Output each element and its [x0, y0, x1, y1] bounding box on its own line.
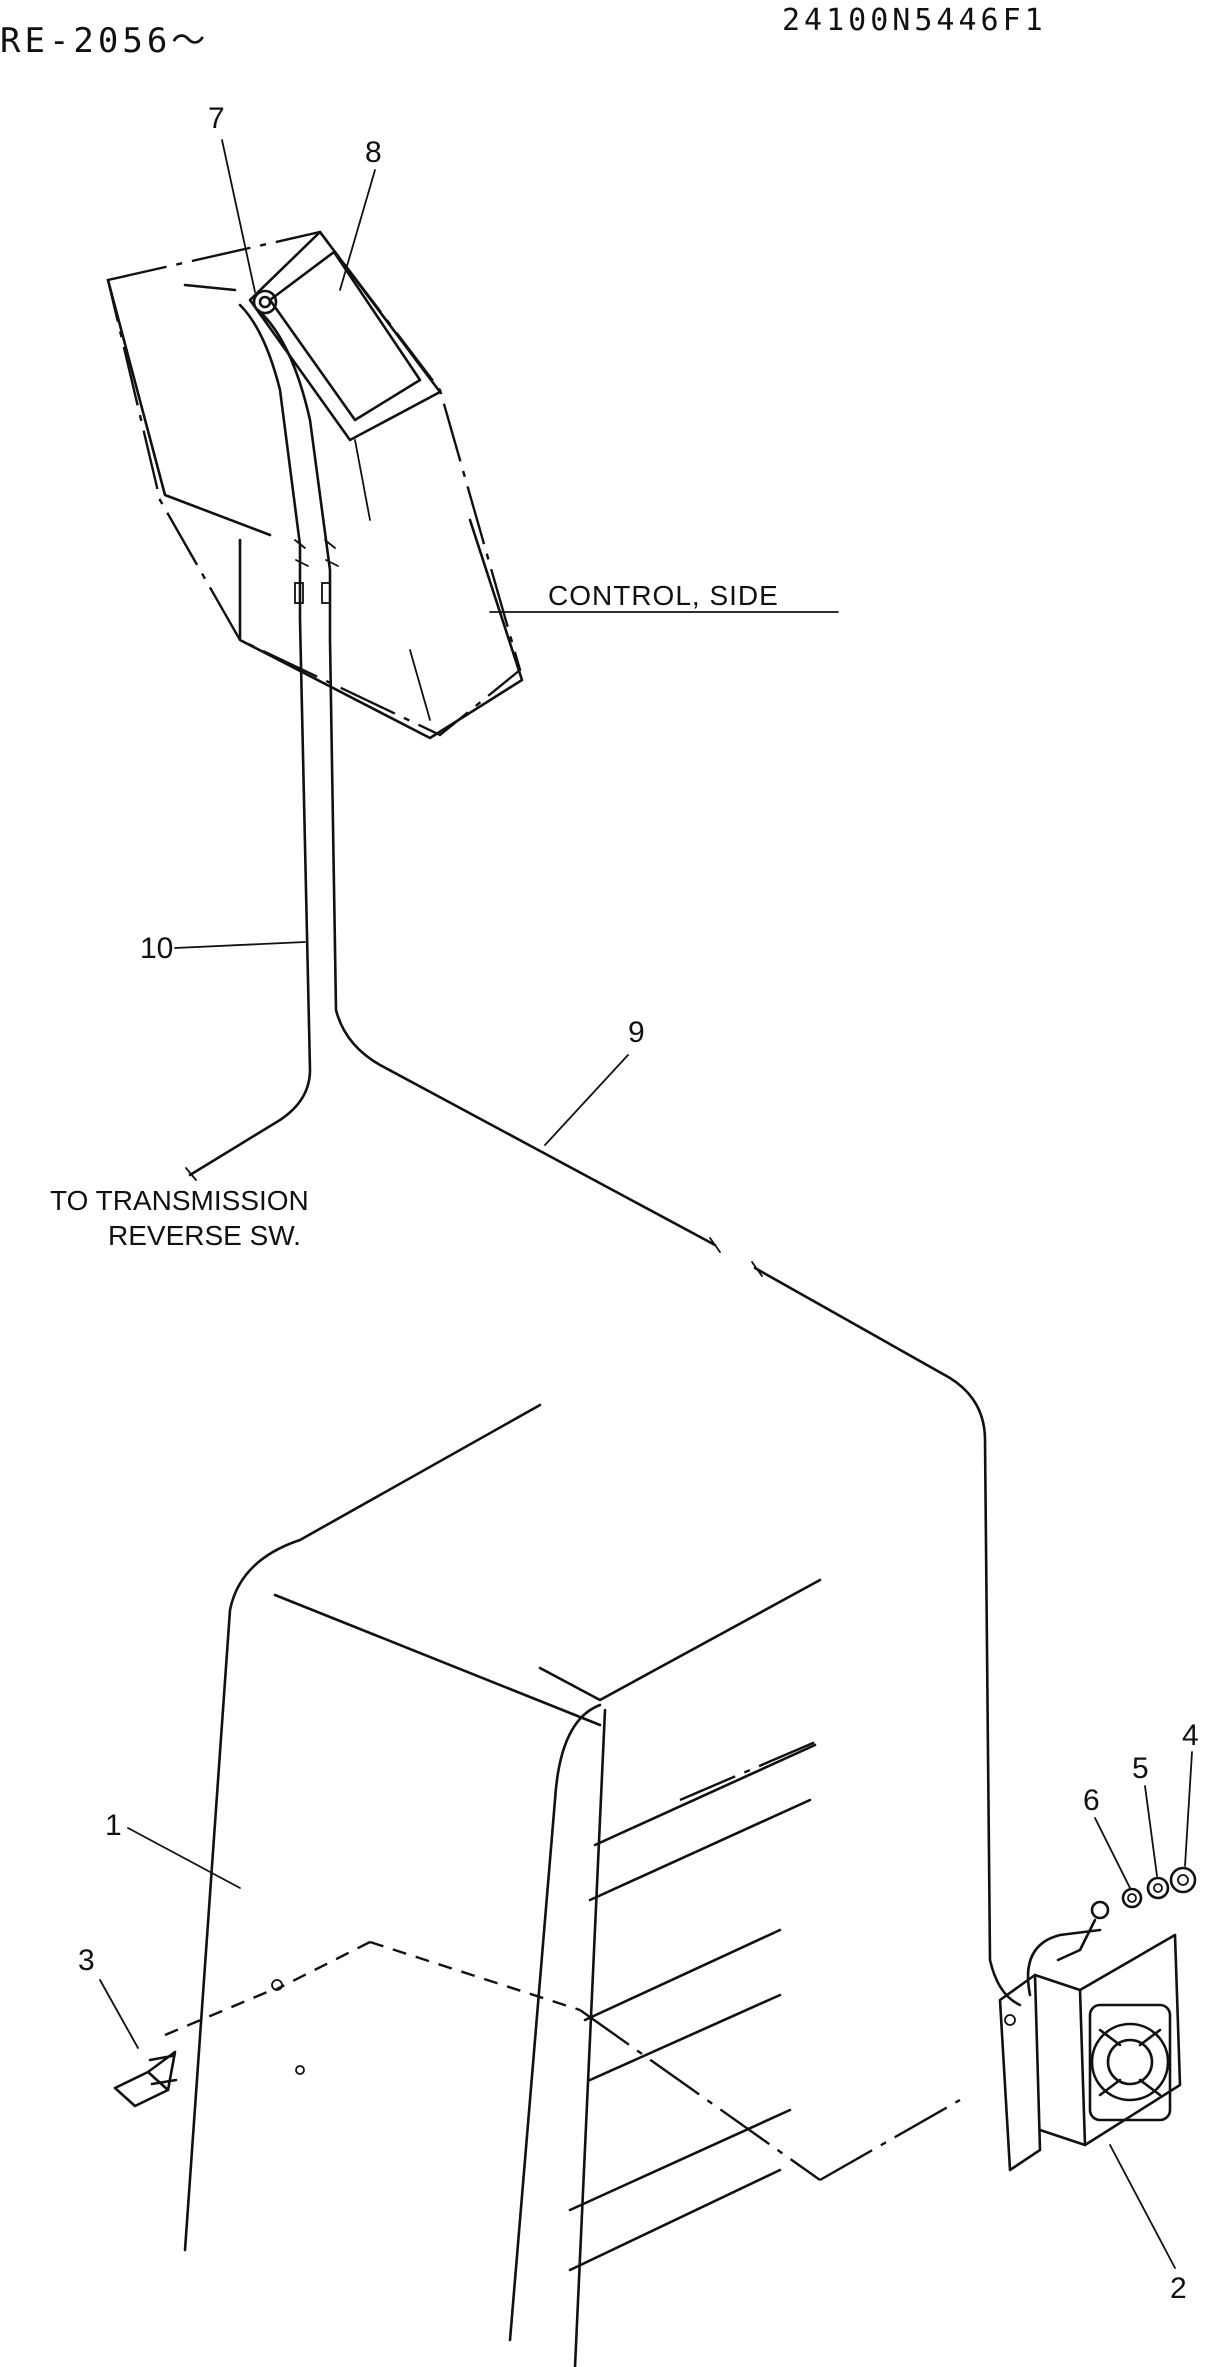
- callout-5: 5: [1132, 1752, 1149, 1785]
- bolt-part-3: [113, 2050, 178, 2108]
- callout-9: 9: [628, 1016, 645, 1049]
- control-side-label: CONTROL, SIDE: [548, 580, 779, 611]
- control-box: [106, 230, 524, 740]
- callout-2: 2: [1170, 2272, 1187, 2305]
- mounting-guide-lines: [164, 1940, 961, 2182]
- text-annotations: CONTROL, SIDE TO TRANSMISSION REVERSE SW…: [50, 580, 839, 1251]
- callouts: 7 8 10 9 1 3 6 5 4 2: [78, 102, 1199, 2305]
- callout-7: 7: [208, 102, 225, 135]
- callout-4: 4: [1182, 1719, 1199, 1752]
- callout-8: 8: [365, 136, 382, 169]
- body-panel: [183, 1403, 822, 2367]
- callout-6: 6: [1083, 1784, 1100, 1817]
- alarm-unit-part-2: [998, 1918, 1182, 2172]
- callout-3: 3: [78, 1944, 95, 1977]
- serial-range: RE-2056～: [0, 21, 209, 61]
- to-transmission-label: TO TRANSMISSION: [50, 1185, 309, 1216]
- drawing-number: 24100N5446F1: [782, 3, 1047, 38]
- reverse-switch-label: REVERSE SW.: [108, 1220, 301, 1251]
- callout-1: 1: [105, 1809, 122, 1842]
- callout-10: 10: [140, 932, 173, 965]
- hardware-parts-4-5-6: [1090, 1866, 1197, 1920]
